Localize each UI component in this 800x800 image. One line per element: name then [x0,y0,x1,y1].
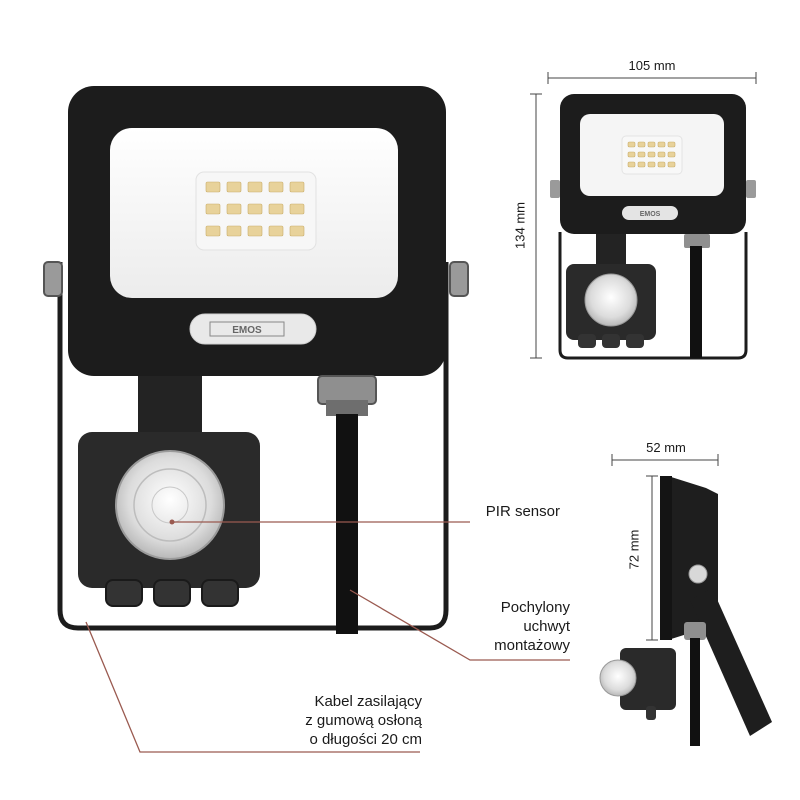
cable-label: Kabel zasilający z gumową osłoną o długo… [230,692,422,749]
led-chip [667,141,676,148]
main-floodlight: EMOS [43,86,469,634]
led-chip [647,161,656,168]
pir-callout-dot [169,519,175,525]
led-grid [205,181,305,237]
led-chip [205,203,221,215]
dimension-height-front: 134 mm [512,202,528,249]
led-chip [226,225,242,237]
led-chip [647,141,656,148]
led-chip [268,203,284,215]
pir-sensor-label: PIR sensor [485,503,560,520]
dimension-lines-front [530,72,757,359]
callout-lines [85,521,570,753]
cable-label-line3: o długości 20 cm [309,731,422,748]
left-screw [43,261,63,297]
dimension-height-side: 72 mm [626,529,642,570]
side-view [599,476,772,746]
led-chip [268,225,284,237]
led-chip [627,141,636,148]
led-chip [247,225,263,237]
led-chip [205,181,221,193]
mount-label-line1: Pochylony [500,599,570,616]
led-chip [289,203,305,215]
led-chip [247,181,263,193]
pir-sensor-neck [138,376,202,436]
right-screw [449,261,469,297]
led-chip [637,151,646,158]
cable-gland [317,375,377,405]
dimension-width-front: 105 mm [628,58,676,73]
sensor-knob-2 [153,579,191,607]
led-chip [667,151,676,158]
led-chip [226,203,242,215]
mount-label-line2: uchwyt [523,618,570,635]
sensor-knob-1 [105,579,143,607]
cable-label-line1: Kabel zasilający [314,693,422,710]
led-chip [289,225,305,237]
brand-logo: EMOS [232,325,262,336]
led-chip [627,161,636,168]
cable-callout-line [85,621,420,753]
sensor-knob-3 [201,579,239,607]
led-chip [627,151,636,158]
led-chip [289,181,305,193]
dimension-lines-side [611,454,719,641]
led-chip [205,225,221,237]
mount-label-line3: montażowy [494,637,570,654]
led-grid-small [627,141,676,168]
dimension-depth-side: 52 mm [646,440,686,455]
mount-callout-line [349,589,570,661]
side-pir-housing [620,648,676,710]
svg-text:EMOS: EMOS [640,211,661,218]
small-front-view: EMOS [550,94,756,360]
led-chip [637,141,646,148]
led-chip [657,141,666,148]
led-chip [268,181,284,193]
cable-label-line2: z gumową osłoną [305,712,422,729]
pir-sensor-lens [115,450,225,560]
led-chip [247,203,263,215]
led-chip [667,161,676,168]
led-chip [226,181,242,193]
mounting-bracket [57,262,449,631]
power-cable [336,414,358,634]
mount-label: Pochylony uchwyt montażowy [430,598,570,655]
led-chip [647,151,656,158]
side-bracket [690,588,772,736]
led-chip [657,161,666,168]
led-chip [657,151,666,158]
led-chip [637,161,646,168]
